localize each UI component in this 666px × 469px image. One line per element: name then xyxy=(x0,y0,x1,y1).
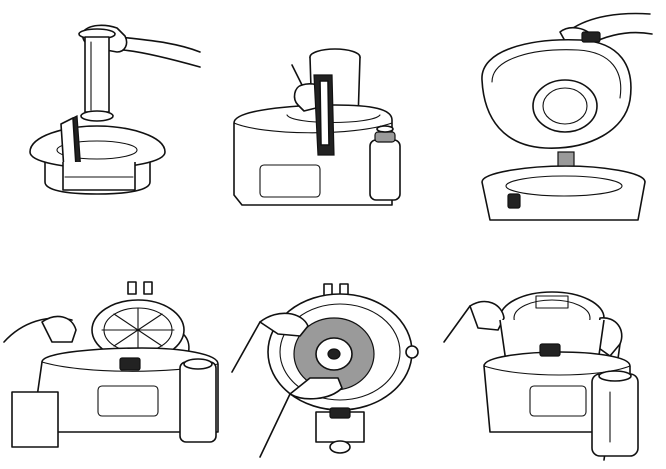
step-3-lid-removal-illustration xyxy=(470,10,655,225)
step-4-filter-basket-lift-illustration xyxy=(2,282,220,452)
step-2-lid-lock-illustration xyxy=(232,45,412,210)
step-1-pusher-insert-illustration xyxy=(25,12,200,197)
step-5-cutting-disc-removal-illustration xyxy=(230,282,420,462)
step-6-bowl-removal-illustration xyxy=(440,282,660,462)
